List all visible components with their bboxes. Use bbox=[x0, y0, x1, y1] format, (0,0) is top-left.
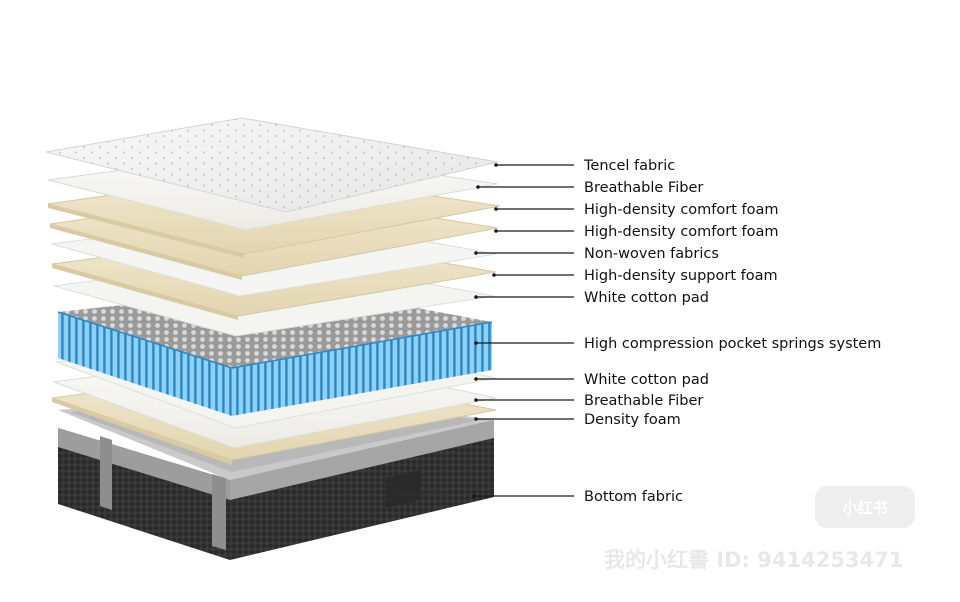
layer-label: Breathable Fiber bbox=[584, 180, 703, 196]
layer-label: Density foam bbox=[584, 412, 681, 428]
layer-label: White cotton pad bbox=[584, 290, 709, 306]
layer-label: Non-woven fabrics bbox=[584, 246, 719, 262]
layer-label: White cotton pad bbox=[584, 372, 709, 388]
watermark-id-text: 我的小红書 ID: 9414253471 bbox=[604, 548, 903, 572]
layer-label: High compression pocket springs system bbox=[584, 336, 881, 352]
layer-label: High-density comfort foam bbox=[584, 202, 779, 218]
watermark-logo-text: 小红书 bbox=[842, 499, 887, 517]
layer-label: Tencel fabric bbox=[583, 158, 675, 174]
watermark-logo-badge bbox=[815, 486, 915, 528]
layer-label: Breathable Fiber bbox=[584, 393, 703, 409]
watermark: 小红书 我的小红書 ID: 9414253471 bbox=[604, 486, 915, 572]
layer-label: High-density support foam bbox=[584, 268, 778, 284]
layer-tencel-fabric bbox=[45, 117, 499, 213]
layer-label: Bottom fabric bbox=[584, 489, 683, 505]
layer-label: High-density comfort foam bbox=[584, 224, 779, 240]
brand-logo-text: Neutral Bay bbox=[391, 489, 448, 499]
